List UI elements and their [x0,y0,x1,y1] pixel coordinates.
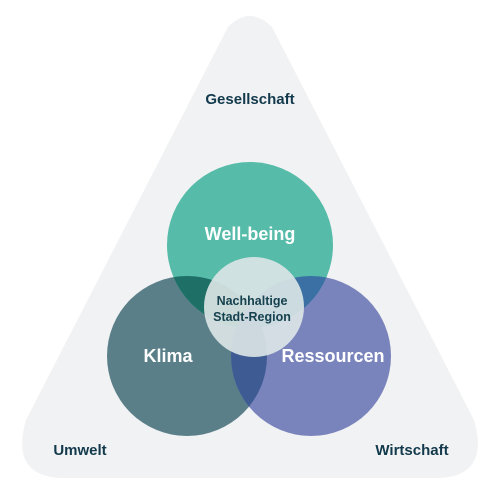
label-klima: Klima [143,346,193,366]
label-wirtschaft: Wirtschaft [375,442,448,459]
label-well-being: Well-being [205,224,296,244]
label-ressourcen: Ressourcen [281,346,384,366]
label-center-line1: Nachhaltige [217,294,288,308]
label-gesellschaft: Gesellschaft [205,91,294,108]
center-circle [204,257,304,357]
label-center-line2: Stadt-Region [213,310,291,324]
label-umwelt: Umwelt [53,442,106,459]
